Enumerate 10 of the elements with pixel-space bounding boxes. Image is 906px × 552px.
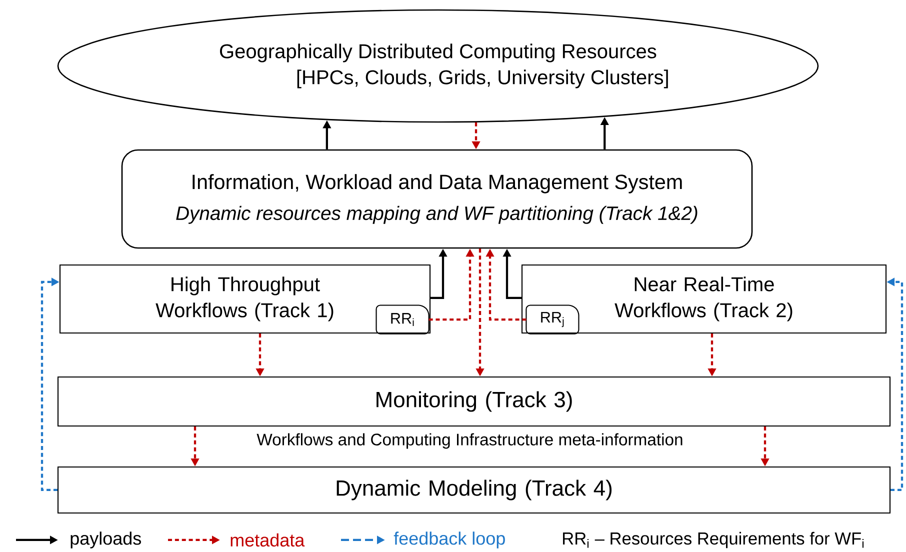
legend-note: RR$_{i}$ – Resources Requirements for WF$_{i}$ [563,532,864,548]
requirement-tab: RR$_{i}$ [376,304,430,334]
track-box: Monitoring (Track 3) [57,376,891,427]
system-box: Information, Workload and Data Management System Dynamic resources mapping and WF partitioning (Track 1&2) [121,149,753,249]
legend-text: payloads [70,532,141,548]
track-box: Dynamic Modeling (Track 4) [57,466,891,514]
requirement-tab: RR$_{j}$ [526,304,580,334]
legend-text: feedback loop [394,532,505,548]
note-text: Workflows and Computing Infrastructure meta-information [256,433,682,449]
legend-text: metadata [230,533,305,547]
